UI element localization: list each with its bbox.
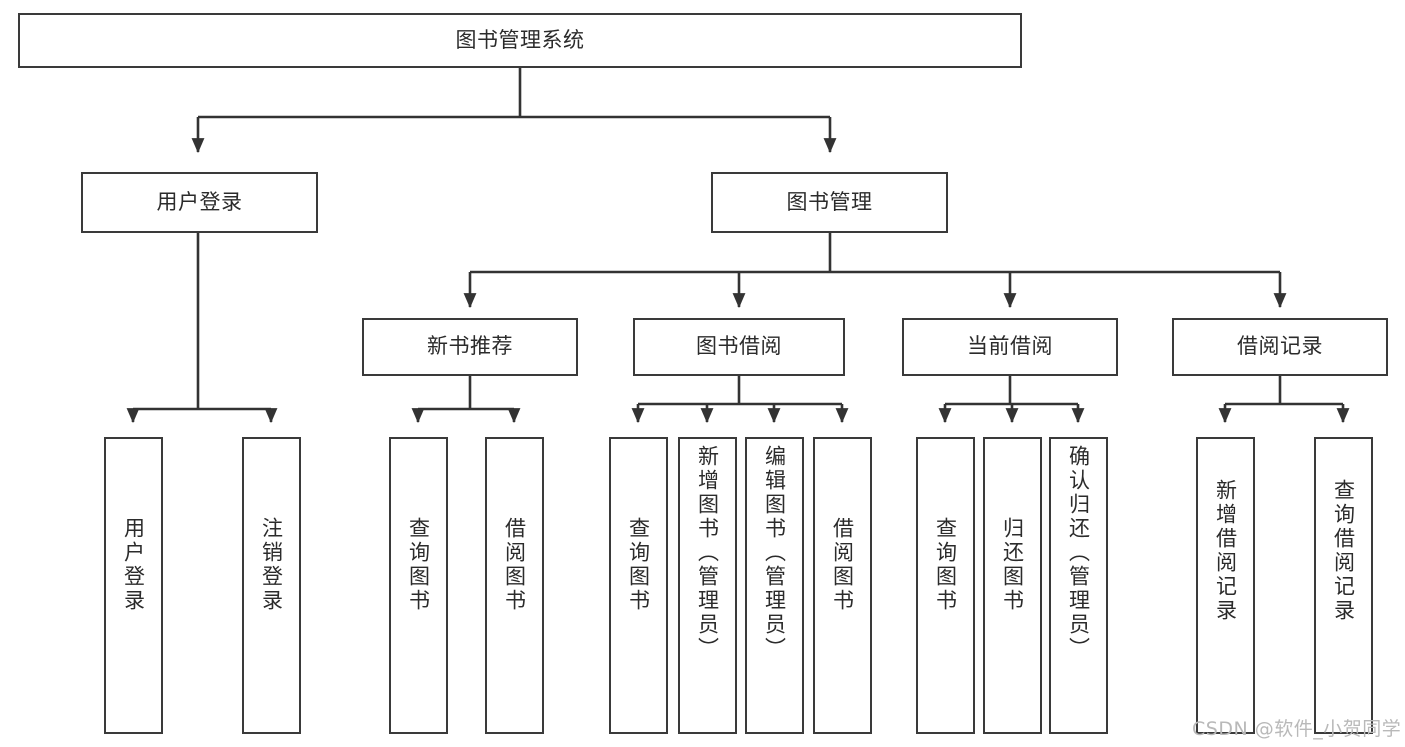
- node-label: 查询图书: [626, 517, 651, 613]
- node-label: 图书管理: [786, 189, 873, 214]
- leaf-borrow-borrow-book[interactable]: 借阅图书: [813, 437, 872, 734]
- node-label: 借阅记录: [1237, 334, 1323, 359]
- node-current-borrow[interactable]: 当前借阅: [902, 318, 1118, 376]
- node-label: 借阅图书: [502, 517, 527, 613]
- csdn-watermark: CSDN @软件_小贺同学: [1192, 718, 1402, 740]
- edges-new-book-leaves: [411, 376, 521, 424]
- node-label: 确认归还（管理员）: [1066, 445, 1091, 661]
- leaf-borrow-query-book[interactable]: 查询图书: [609, 437, 668, 734]
- leaf-current-confirm-return-admin[interactable]: 确认归还（管理员）: [1049, 437, 1108, 734]
- node-root-library-system[interactable]: 图书管理系统: [18, 13, 1022, 68]
- node-label: 借阅图书: [830, 517, 855, 613]
- edges-book-mgmt-level3: [463, 233, 1287, 309]
- edges-current-leaves: [938, 376, 1085, 424]
- edges-root-level2: [191, 68, 837, 154]
- edges-user-login-leaves: [126, 233, 278, 424]
- node-label: 查询图书: [933, 517, 958, 613]
- leaf-borrow-edit-book-admin[interactable]: 编辑图书（管理员）: [745, 437, 804, 734]
- node-label: 新增借阅记录: [1213, 479, 1238, 623]
- leaf-new-book-borrow[interactable]: 借阅图书: [485, 437, 544, 734]
- node-book-borrow[interactable]: 图书借阅: [633, 318, 845, 376]
- node-label: 用户登录: [121, 517, 146, 613]
- leaf-current-return-book[interactable]: 归还图书: [983, 437, 1042, 734]
- leaf-records-query-record[interactable]: 查询借阅记录: [1314, 437, 1373, 734]
- node-label: 用户登录: [156, 189, 243, 214]
- node-label: 新书推荐: [427, 334, 513, 359]
- node-label: 注销登录: [259, 517, 284, 613]
- node-book-management[interactable]: 图书管理: [711, 172, 948, 233]
- edges-borrow-leaves: [631, 376, 849, 424]
- node-new-book-recommend[interactable]: 新书推荐: [362, 318, 578, 376]
- leaf-borrow-add-book-admin[interactable]: 新增图书（管理员）: [678, 437, 737, 734]
- leaf-user-login-signin[interactable]: 用户登录: [104, 437, 163, 734]
- node-user-login[interactable]: 用户登录: [81, 172, 318, 233]
- leaf-records-add-record[interactable]: 新增借阅记录: [1196, 437, 1255, 734]
- node-label: 查询借阅记录: [1331, 479, 1356, 623]
- node-label: 编辑图书（管理员）: [762, 445, 787, 661]
- node-label: 新增图书（管理员）: [695, 445, 720, 661]
- edges-records-leaves: [1218, 376, 1350, 424]
- leaf-user-login-signout[interactable]: 注销登录: [242, 437, 301, 734]
- node-label: 查询图书: [406, 517, 431, 613]
- node-label: 归还图书: [1000, 517, 1025, 613]
- leaf-new-book-query[interactable]: 查询图书: [389, 437, 448, 734]
- node-label: 图书借阅: [696, 334, 782, 359]
- node-label: 当前借阅: [967, 334, 1053, 359]
- leaf-current-query-book[interactable]: 查询图书: [916, 437, 975, 734]
- node-borrow-records[interactable]: 借阅记录: [1172, 318, 1388, 376]
- node-label: 图书管理系统: [455, 27, 585, 52]
